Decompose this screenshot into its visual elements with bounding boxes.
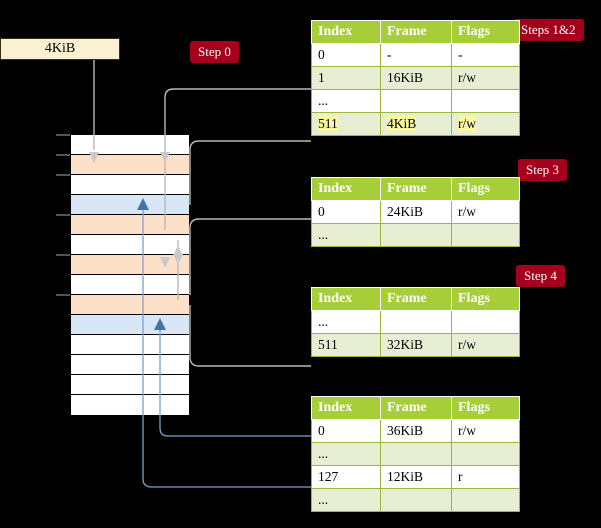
cell-frame (380, 310, 452, 334)
column-header-index: Index (311, 396, 381, 420)
memory-frame-row (71, 275, 189, 295)
badge-step-0: Step 0 (190, 41, 239, 63)
memory-row-tick (56, 294, 70, 296)
cell-flags: r (451, 465, 520, 489)
cell-index: 127 (311, 465, 381, 489)
memory-row-tick (56, 254, 70, 256)
cell-flags: r/w (451, 333, 520, 357)
memory-frame-row (71, 175, 189, 195)
virtual-address-label: 4KiB (44, 41, 76, 56)
cell-frame: 12KiB (380, 465, 452, 489)
column-header-flags: Flags (451, 20, 520, 44)
memory-frame-row (71, 375, 189, 395)
memory-frame-row (71, 155, 189, 175)
cell-index: 511 (311, 112, 381, 136)
column-header-index: Index (311, 287, 381, 311)
memory-frame-row (71, 315, 189, 335)
cell-flags (451, 442, 520, 466)
cell-index: ... (311, 223, 381, 247)
memory-frame-row (71, 195, 189, 215)
cell-frame: - (380, 43, 452, 67)
cell-flags (451, 310, 520, 334)
cell-frame (380, 442, 452, 466)
memory-frame-row (71, 295, 189, 315)
cell-flags: - (451, 43, 520, 67)
badge-steps-1-2: Steps 1&2 (513, 19, 584, 41)
memory-row-tick (56, 154, 70, 156)
cell-frame (380, 89, 452, 113)
memory-frame-row (71, 395, 189, 415)
memory-frame-row (71, 235, 189, 255)
column-header-frame: Frame (380, 287, 452, 311)
cell-frame (380, 488, 452, 512)
column-header-index: Index (311, 177, 381, 201)
column-header-index: Index (311, 20, 381, 44)
cell-index: ... (311, 310, 381, 334)
cell-index: 0 (311, 419, 381, 443)
cell-index: 0 (311, 43, 381, 67)
memory-frame-row (71, 135, 189, 155)
badge-step-3: Step 3 (518, 159, 567, 181)
physical-memory-column (70, 134, 190, 416)
cell-index: ... (311, 89, 381, 113)
column-header-frame: Frame (380, 20, 452, 44)
column-header-flags: Flags (451, 177, 520, 201)
table-row: ... (311, 223, 520, 247)
cell-flags: r/w (451, 66, 520, 90)
cell-index: ... (311, 488, 381, 512)
cell-index: 1 (311, 66, 381, 90)
virtual-address-box: 4KiB (0, 38, 120, 60)
table-row: ... (311, 488, 520, 512)
column-header-frame: Frame (380, 396, 452, 420)
table-row: ... (311, 89, 520, 113)
table-row: ... (311, 310, 520, 334)
cell-frame: 24KiB (380, 200, 452, 224)
memory-frame-row (71, 215, 189, 235)
cell-flags: r/w (451, 112, 520, 136)
cell-frame: 32KiB (380, 333, 452, 357)
table-row: 0-- (311, 43, 520, 67)
cell-frame: 16KiB (380, 66, 452, 90)
cell-flags (451, 488, 520, 512)
memory-row-tick (56, 214, 70, 216)
cell-frame: 36KiB (380, 419, 452, 443)
cell-frame: 4KiB (380, 112, 452, 136)
table-row: ... (311, 442, 520, 466)
column-header-frame: Frame (380, 177, 452, 201)
badge-step-4: Step 4 (516, 265, 565, 287)
cell-index: 511 (311, 333, 381, 357)
memory-row-tick (56, 174, 70, 176)
cell-flags: r/w (451, 200, 520, 224)
cell-frame (380, 223, 452, 247)
column-header-flags: Flags (451, 396, 520, 420)
cell-index: ... (311, 442, 381, 466)
cell-index: 0 (311, 200, 381, 224)
cell-flags (451, 223, 520, 247)
memory-frame-row (71, 355, 189, 375)
cell-flags: r/w (451, 419, 520, 443)
cell-flags (451, 89, 520, 113)
column-header-flags: Flags (451, 287, 520, 311)
memory-frame-row (71, 255, 189, 275)
memory-frame-row (71, 335, 189, 355)
memory-row-tick (56, 134, 70, 136)
